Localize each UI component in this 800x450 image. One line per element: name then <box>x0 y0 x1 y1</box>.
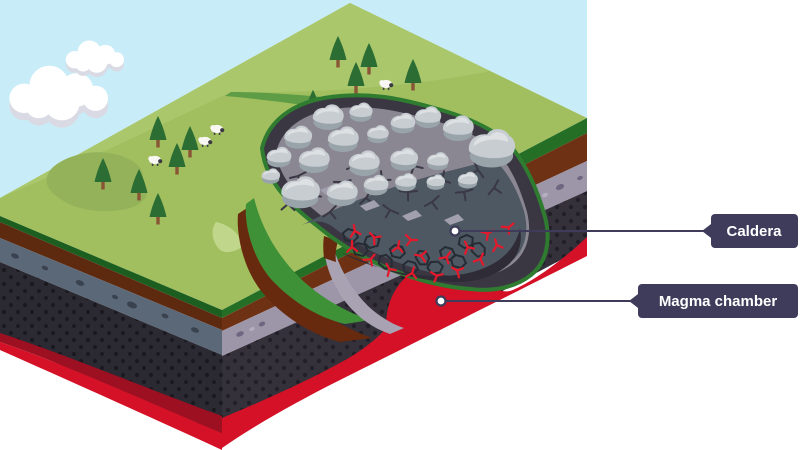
magma-layer-left <box>0 342 222 450</box>
deep-magma-shadow-left <box>0 333 222 433</box>
caldera-label-text: Caldera <box>726 223 782 240</box>
cross-section-left-face <box>0 216 222 450</box>
soil-grass-layer-left <box>0 216 222 318</box>
magma-label-notch <box>629 292 640 310</box>
label-caldera: Caldera <box>449 214 798 248</box>
magma-label-text: Magma chamber <box>659 293 778 310</box>
sky <box>0 0 587 198</box>
soil-layer-left <box>0 222 222 330</box>
magma-anchor-dot <box>435 295 447 307</box>
caldera-label-box <box>711 214 798 248</box>
crater-grass-slope <box>245 198 370 324</box>
magma-label-box <box>638 284 798 318</box>
rock-layer-left <box>0 238 222 355</box>
pebbles-left <box>11 253 199 333</box>
label-magma-chamber: Magma chamber <box>435 284 798 318</box>
caldera-label-notch <box>702 222 713 240</box>
caldera-anchor-dot <box>449 225 461 237</box>
terrain-patch-light <box>212 222 243 253</box>
caldera <box>237 93 550 342</box>
